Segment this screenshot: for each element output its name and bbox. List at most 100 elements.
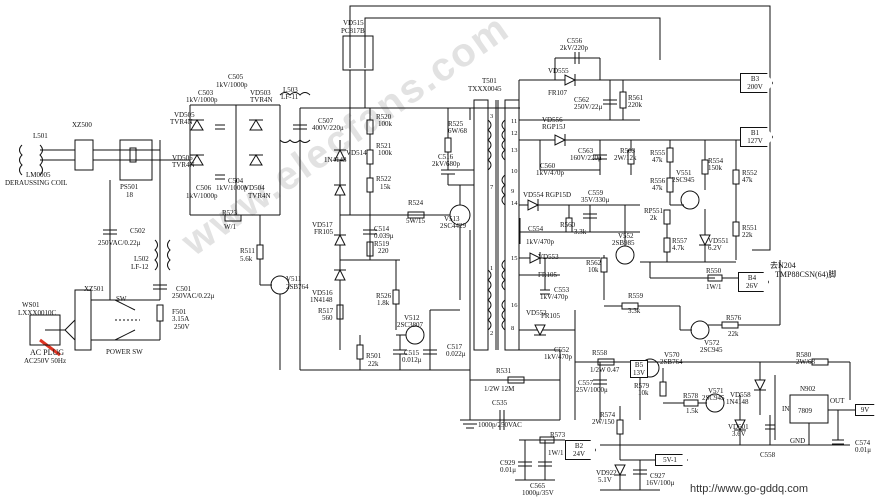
label-ac-plug-val: AC250V 50Hz — [24, 357, 67, 365]
label-r579: R579 — [634, 382, 650, 390]
label-v512: V512 — [404, 314, 420, 322]
label-r525-val: 6W/68 — [448, 127, 468, 135]
connector-b2-id: B2 — [574, 442, 584, 450]
label-vd517-part: FR105 — [314, 228, 334, 236]
label-rp551: RP551 — [644, 207, 664, 215]
label-c565-val: 1000μ/35V — [522, 489, 554, 497]
pin-7: 7 — [490, 184, 494, 191]
label-vd503-part: TVR4N — [250, 96, 273, 104]
label-c535-val: 1000p/250VAC — [478, 421, 522, 429]
connector-b3: B3 200V — [740, 73, 773, 93]
label-c516: C516 — [438, 153, 454, 161]
label-r562: R562 — [586, 259, 602, 267]
label-c560: C560 — [540, 162, 556, 170]
label-r522-val: 15k — [380, 183, 391, 191]
label-vd504-part: TVR4N — [248, 192, 271, 200]
label-r526-val: 1.8k — [377, 299, 390, 307]
pin-15: 15 — [511, 255, 518, 262]
label-vd556: VD556 — [542, 116, 563, 124]
label-c557: C557 — [578, 379, 594, 387]
site-url[interactable]: http://www.go-gddq.com — [690, 483, 809, 495]
label-r520-val: 100k — [378, 120, 392, 128]
label-c927: C927 — [650, 472, 666, 480]
label-fr105a: FR105 — [538, 271, 558, 279]
label-r511: R511 — [240, 247, 255, 255]
label-r557-val: 4.7k — [672, 244, 685, 252]
label-c553-val: 1kV/470p — [540, 293, 568, 301]
pin-1: 1 — [490, 265, 494, 272]
connector-b1-id: B1 — [750, 129, 760, 137]
connector-b2-value: 24V — [572, 450, 586, 458]
label-c554: C554 — [528, 225, 544, 233]
label-degauss: DERAUSSING COIL — [5, 179, 68, 187]
label-r552-val: 47k — [742, 176, 753, 184]
label-ws01: WS01 — [22, 301, 40, 309]
label-c504-val: 1kV/1000p — [216, 184, 248, 192]
label-fr107: FR107 — [548, 89, 568, 97]
pin-14: 14 — [511, 200, 518, 207]
label-c505-val: 1kV/1000p — [216, 81, 248, 89]
label-rp551-val: 2k — [650, 214, 657, 222]
label-r522: R522 — [376, 175, 392, 183]
label-c560-val: 1kV/470p — [536, 169, 564, 177]
pin-9: 9 — [511, 188, 515, 195]
label-r524: R524 — [408, 199, 424, 207]
label-c506: C506 — [196, 184, 212, 192]
label-f501-val1: 3.15A — [172, 315, 190, 323]
label-c503-val: 1kV/1000p — [186, 96, 218, 104]
label-r580: R580 — [796, 351, 812, 359]
label-r580-val: 2W/68 — [796, 358, 816, 366]
label-ac-plug: AC PLUG — [30, 348, 65, 357]
label-r561: R561 — [628, 94, 644, 102]
label-sw: SW — [116, 295, 127, 303]
label-vd503: VD503 — [250, 89, 271, 97]
label-vd555: VD555 — [548, 67, 569, 75]
label-r531: R531 — [496, 367, 512, 375]
label-f501-val2: 250V — [174, 323, 190, 331]
n902-in: IN — [782, 405, 790, 413]
label-c502-val: 250VAC/0.22μ — [98, 239, 141, 247]
label-vd515: VD515 — [343, 19, 364, 27]
label-v571-part: 2SC945 — [702, 394, 725, 402]
label-l503: L503 — [283, 86, 298, 94]
label-r578: R578 — [683, 392, 699, 400]
label-f501: F501 — [172, 308, 187, 316]
label-vd501: VD501 — [728, 423, 749, 431]
label-c565: C565 — [530, 482, 546, 490]
connector-b4-id: B4 — [747, 274, 757, 282]
label-v513: V513 — [444, 215, 460, 223]
label-r555-val: 47k — [652, 156, 663, 164]
label-r561-val: 220k — [628, 101, 642, 109]
label-r573: R573 — [550, 431, 566, 439]
label-r556-val: 47k — [652, 184, 663, 192]
label-v571: V571 — [708, 387, 724, 395]
connector-b1-value: 127V — [747, 137, 763, 145]
label-xz500: XZ500 — [72, 121, 92, 129]
label-r551-val: 22k — [742, 231, 753, 239]
label-c556: C556 — [567, 37, 583, 45]
pin-10: 10 — [511, 168, 518, 175]
connector-b3-id: B3 — [750, 75, 760, 83]
label-l501: L501 — [33, 132, 48, 140]
label-vd516-part: 1N4148 — [310, 296, 333, 304]
label-r559: R559 — [628, 292, 644, 300]
label-vd922: VD922 — [596, 469, 617, 477]
label-vd551: VD551 — [708, 237, 729, 245]
label-vd554: VD554 RGP15D — [523, 191, 572, 199]
label-v513-part: 2SC4429 — [440, 222, 467, 230]
label-r576-val: 22k — [728, 330, 739, 338]
label-c574-val: 0.01μ — [855, 446, 872, 454]
connector-b1: B1 127V — [740, 127, 773, 147]
label-r511-val: 5.6k — [240, 255, 253, 263]
n902-name: N902 — [800, 385, 816, 393]
label-c516-val: 2kV/680p — [432, 160, 460, 168]
label-vd551-val: 6.2V — [708, 244, 722, 252]
label-r562-val: 10k — [588, 266, 599, 274]
connector-b5-id: B5 — [634, 361, 644, 369]
label-r555: R555 — [650, 149, 666, 157]
label-v552-part: 2SB985 — [612, 239, 635, 247]
connector-5v: 5V-1 — [655, 454, 688, 466]
label-r563-val: 2W/12k — [614, 154, 637, 162]
label-c506-val: 1kV/1000p — [186, 192, 218, 200]
